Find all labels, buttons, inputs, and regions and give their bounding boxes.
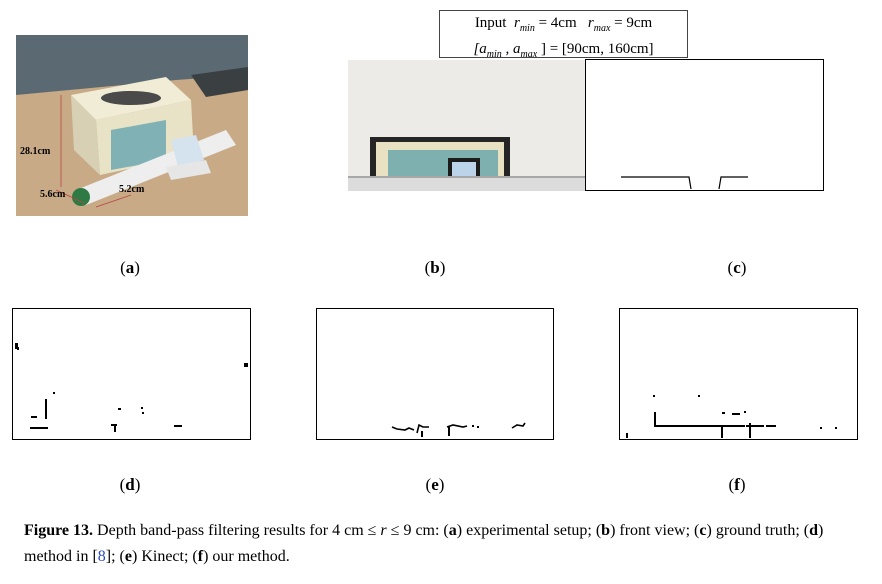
figure-caption: Figure 13. Depth band-pass filtering res… xyxy=(24,522,824,565)
ground-truth-edges xyxy=(621,176,748,190)
label-a: (a) xyxy=(120,258,140,277)
ground-truth-panel xyxy=(585,59,824,191)
dimension-width-label: 5.6cm xyxy=(40,189,66,200)
dimension-length-label: 5.2cm xyxy=(119,184,145,195)
dimension-height-label: 28.1cm xyxy=(20,146,51,157)
our-method-edges xyxy=(626,395,837,438)
front-view-illustration xyxy=(348,60,585,191)
setup-illustration xyxy=(16,35,248,216)
figure-number: Figure 13. xyxy=(24,522,94,539)
label-e: (e) xyxy=(425,475,445,494)
label-f: (f) xyxy=(728,475,746,494)
radius-parameters-line: Input rmin = 4cm rmax = 9cm xyxy=(474,15,653,34)
front-view-photo xyxy=(348,60,585,191)
kinect-edges xyxy=(391,422,526,437)
kinect-panel xyxy=(316,308,554,440)
our-method-panel xyxy=(619,308,858,440)
method-ref8-edges xyxy=(15,343,248,432)
experimental-setup-photo: 28.1cm 5.6cm 5.2cm xyxy=(16,35,248,216)
reference-link[interactable]: 8 xyxy=(97,548,106,565)
label-b: (b) xyxy=(424,258,446,277)
label-c: (c) xyxy=(727,258,747,277)
amplitude-range-line: [amin , amax ] = [90cm, 160cm] xyxy=(473,41,654,60)
input-parameters-box: Input rmin = 4cm rmax = 9cm [amin , amax… xyxy=(439,10,688,60)
label-d: (d) xyxy=(119,475,141,494)
method-ref8-panel xyxy=(12,308,251,440)
